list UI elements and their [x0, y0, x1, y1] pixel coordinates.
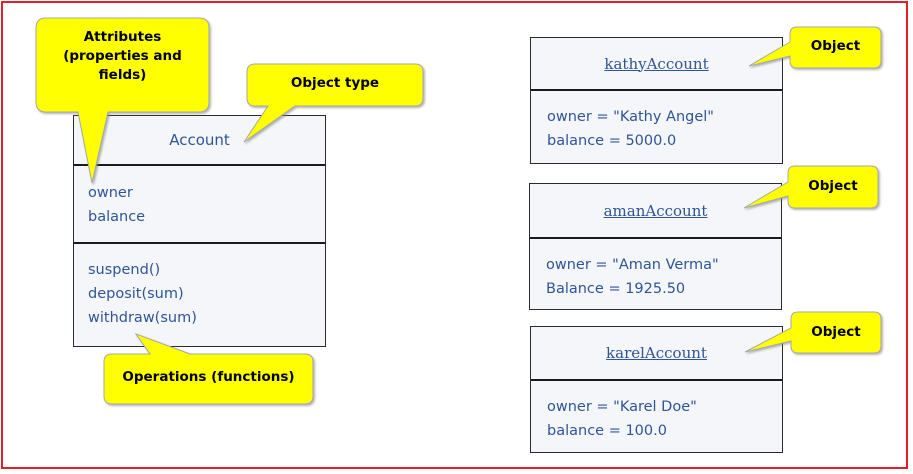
callout-object-1	[748, 26, 882, 69]
object-values-karel: owner = "Karel Doe" balance = 100.0	[531, 381, 782, 443]
attribute-owner: owner	[88, 185, 133, 201]
object-owner-karel: owner = "Karel Doe"	[547, 399, 697, 415]
callout-object-3-text: Object	[811, 324, 861, 340]
callout-attributes-line-1: Attributes	[83, 29, 162, 45]
object-box-karel: karelAccount owner = "Karel Doe" balance…	[530, 326, 783, 453]
object-box-kathy: kathyAccount owner = "Kathy Angel" balan…	[530, 37, 783, 164]
callout-attributes	[35, 17, 210, 184]
callout-operations-text: Operations (functions)	[122, 369, 295, 385]
operation-suspend: suspend()	[88, 262, 161, 278]
callout-attributes-text: Attributes (properties and fields)	[36, 28, 209, 85]
callout-attributes-line-3: fields)	[98, 67, 147, 83]
object-balance-karel: balance = 100.0	[547, 423, 667, 439]
operation-deposit: deposit(sum)	[88, 286, 184, 302]
callout-operations	[103, 332, 314, 405]
account-class-box: Account owner balance suspend() deposit(…	[73, 115, 326, 347]
callout-object-2	[743, 165, 879, 209]
callout-attributes-line-2: (properties and	[63, 48, 182, 64]
object-values-kathy: owner = "Kathy Angel" balance = 5000.0	[531, 91, 782, 153]
class-operations: suspend() deposit(sum) withdraw(sum)	[74, 244, 325, 330]
callout-object-1-text: Object	[810, 38, 861, 54]
object-name-kathy: kathyAccount	[531, 38, 782, 91]
object-owner-kathy: owner = "Kathy Angel"	[547, 109, 714, 125]
object-balance-aman: Balance = 1925.50	[546, 281, 686, 297]
attribute-balance: balance	[88, 209, 146, 225]
object-box-aman: amanAccount owner = "Aman Verma" Balance…	[529, 183, 782, 310]
object-name-aman: amanAccount	[530, 184, 781, 239]
object-name-karel: karelAccount	[531, 327, 782, 381]
class-attributes: owner balance	[74, 166, 325, 244]
callout-object-3	[744, 311, 882, 354]
class-name: Account	[74, 116, 325, 166]
callout-object-type	[243, 63, 424, 143]
callout-object-2-text: Object	[808, 178, 858, 194]
callout-object-type-text: Object type	[290, 75, 380, 91]
object-balance-kathy: balance = 5000.0	[547, 133, 677, 149]
object-owner-aman: owner = "Aman Verma"	[546, 257, 719, 273]
operation-withdraw: withdraw(sum)	[88, 310, 197, 326]
object-values-aman: owner = "Aman Verma" Balance = 1925.50	[530, 239, 781, 301]
